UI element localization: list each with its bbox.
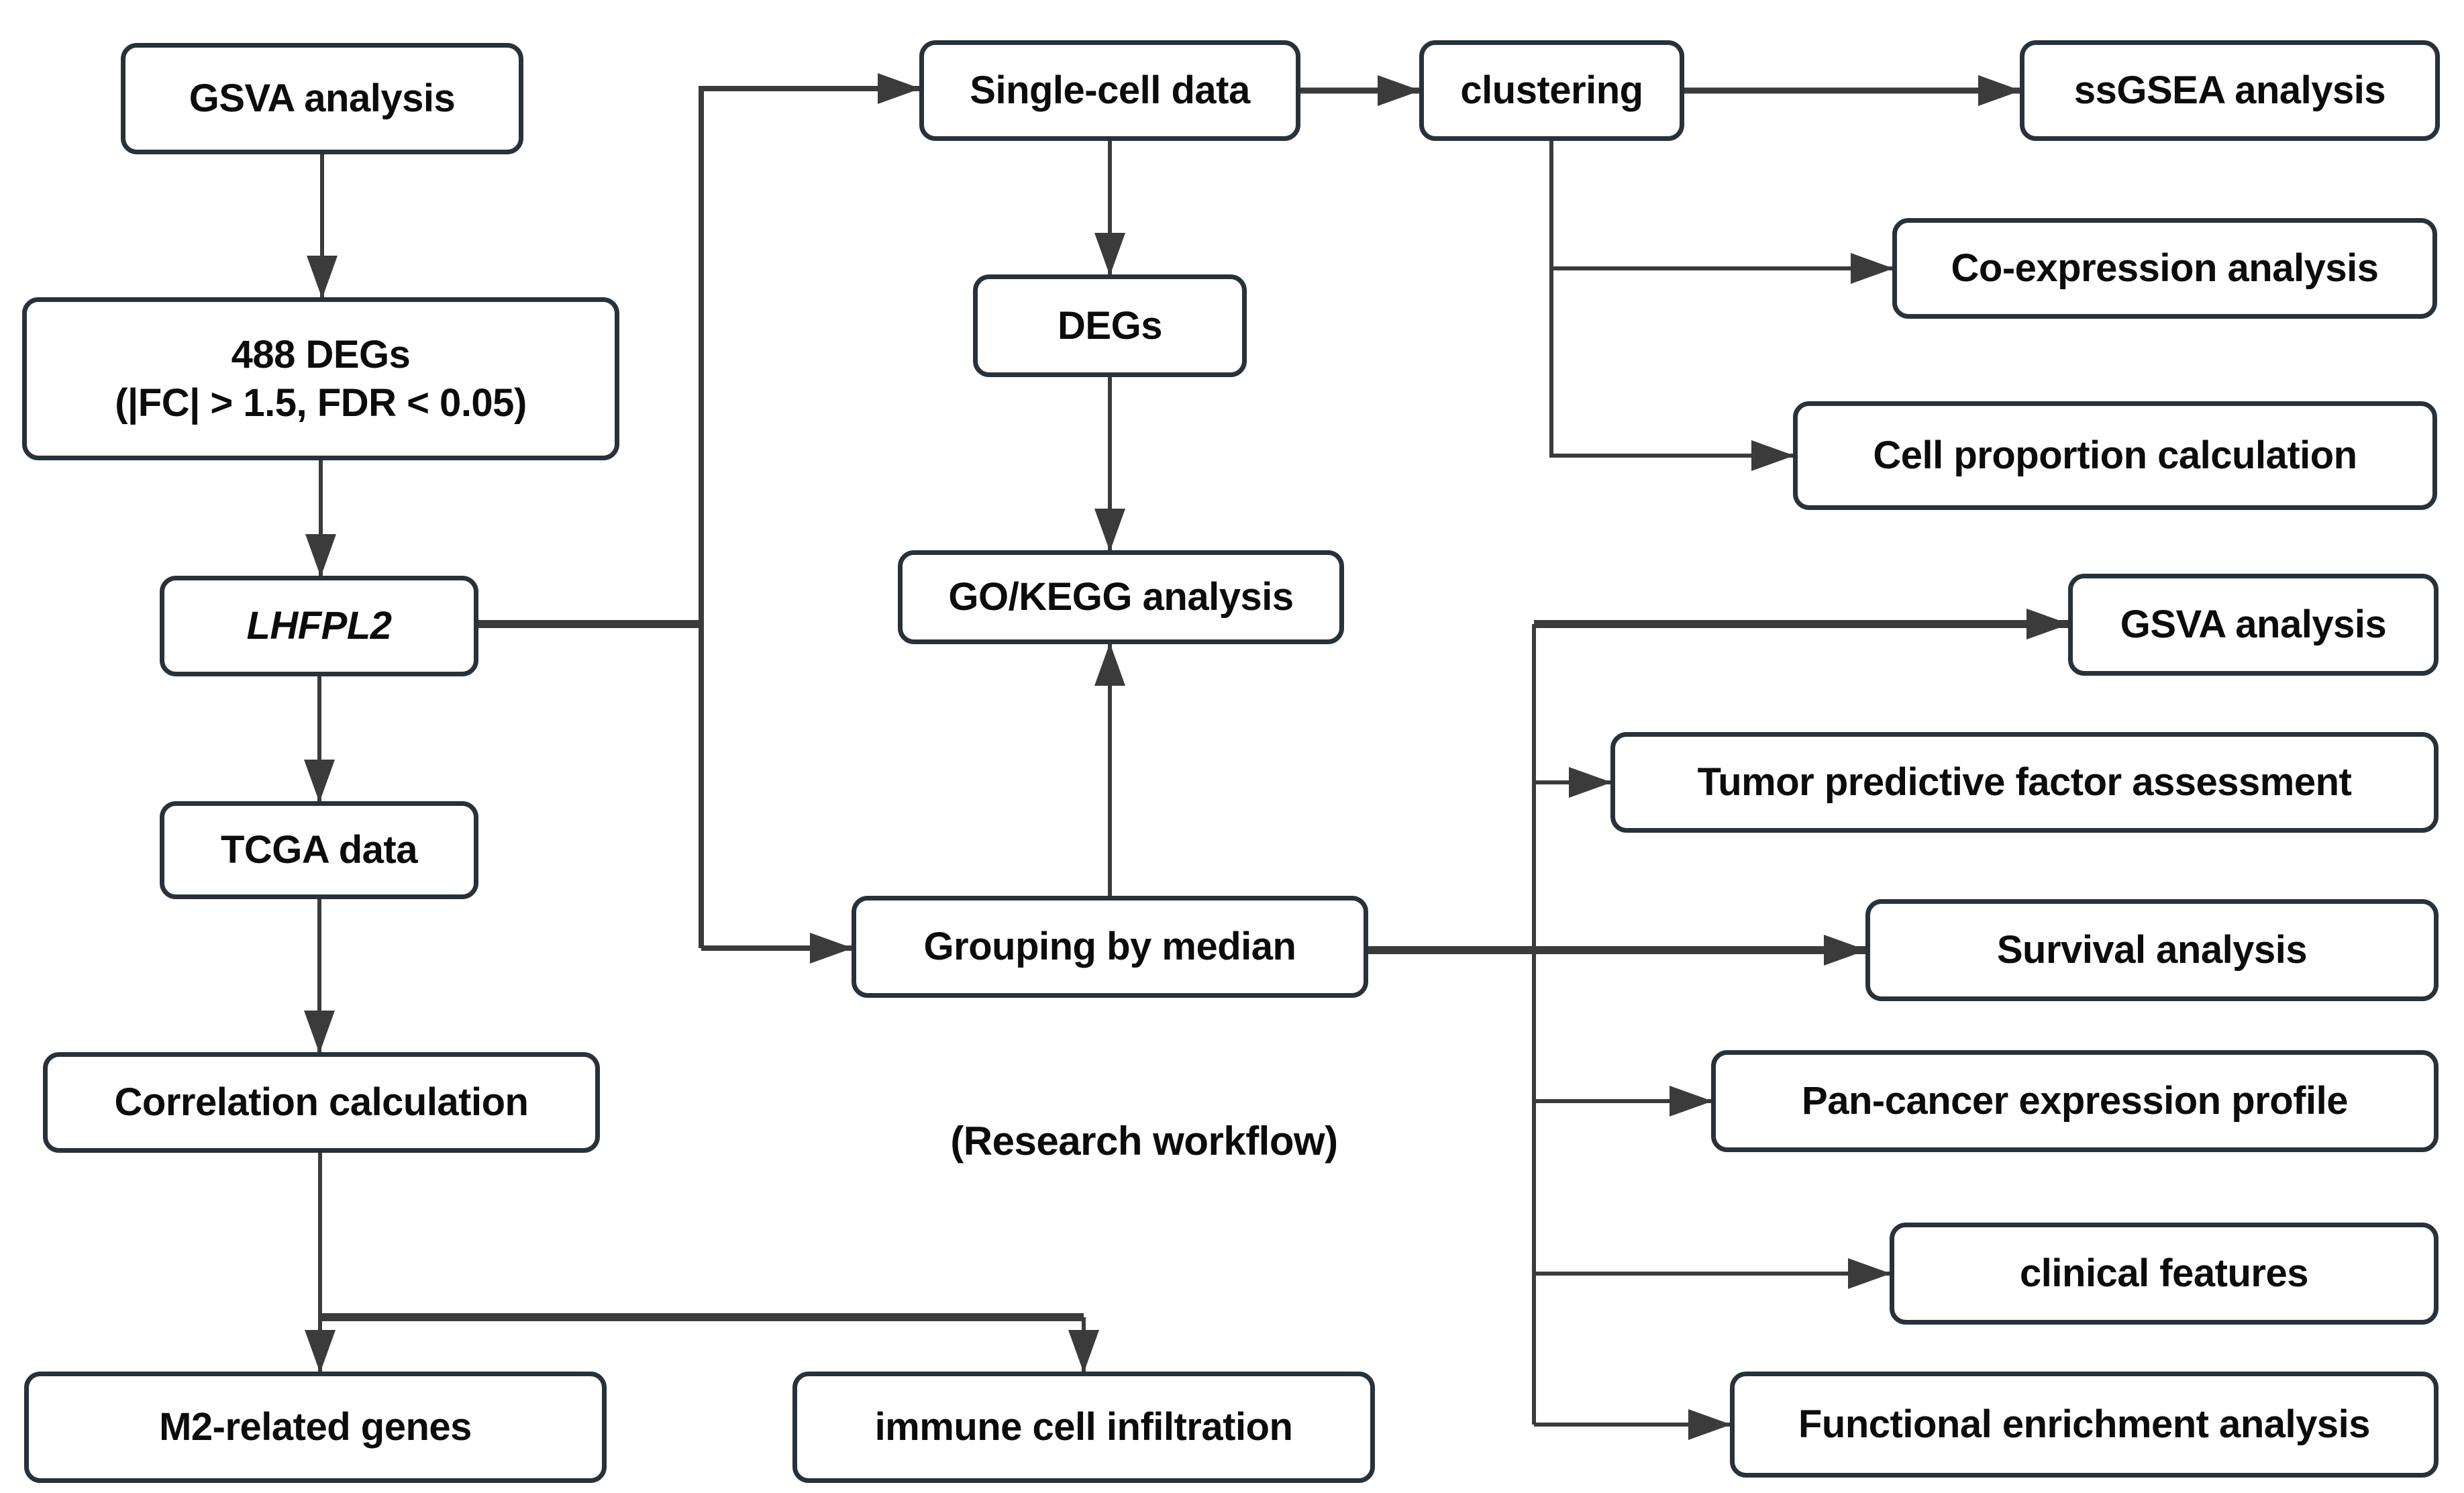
flow-node-cell-proportion: Cell proportion calculation: [1793, 401, 2437, 510]
edge-junction-to-single-cell: [699, 73, 921, 948]
flow-node-single-cell: Single-cell data: [919, 40, 1300, 141]
flow-node-immune: immune cell infiltration: [792, 1372, 1375, 1483]
flow-node-co-expression: Co-expression analysis: [1892, 218, 2437, 319]
flow-node-lhfpl2: LHFPL2: [160, 576, 478, 676]
flow-node-tumor-predictive: Tumor predictive factor assessment: [1610, 732, 2439, 833]
figure-caption: (Research workflow): [950, 1118, 1338, 1164]
flow-node-gsva-right: GSVA analysis: [2068, 574, 2439, 676]
flow-node-correlation: Correlation calculation: [43, 1052, 600, 1153]
flow-node-ssgsea: ssGSEA analysis: [2020, 40, 2440, 141]
flow-node-m2-genes: M2-related genes: [24, 1372, 607, 1483]
flow-node-grouping: Grouping by median: [852, 896, 1368, 998]
flow-node-functional: Functional enrichment analysis: [1730, 1372, 2439, 1478]
flow-node-tcga-data: TCGA data: [160, 801, 478, 899]
flow-node-gsva-top: GSVA analysis: [121, 43, 523, 154]
flow-node-survival: Survival analysis: [1865, 899, 2439, 1001]
flow-node-go-kegg: GO/KEGG analysis: [898, 550, 1344, 644]
flow-node-pan-cancer: Pan-cancer expression profile: [1711, 1050, 2439, 1152]
flow-node-degs: DEGs: [973, 274, 1247, 377]
flow-node-clinical: clinical features: [1890, 1223, 2439, 1325]
flow-node-488-degs: 488 DEGs (|FC| > 1.5, FDR < 0.05): [22, 297, 619, 460]
flow-node-clustering: clustering: [1419, 40, 1684, 141]
edge-clustering-to-cellprop: [1549, 141, 1794, 471]
